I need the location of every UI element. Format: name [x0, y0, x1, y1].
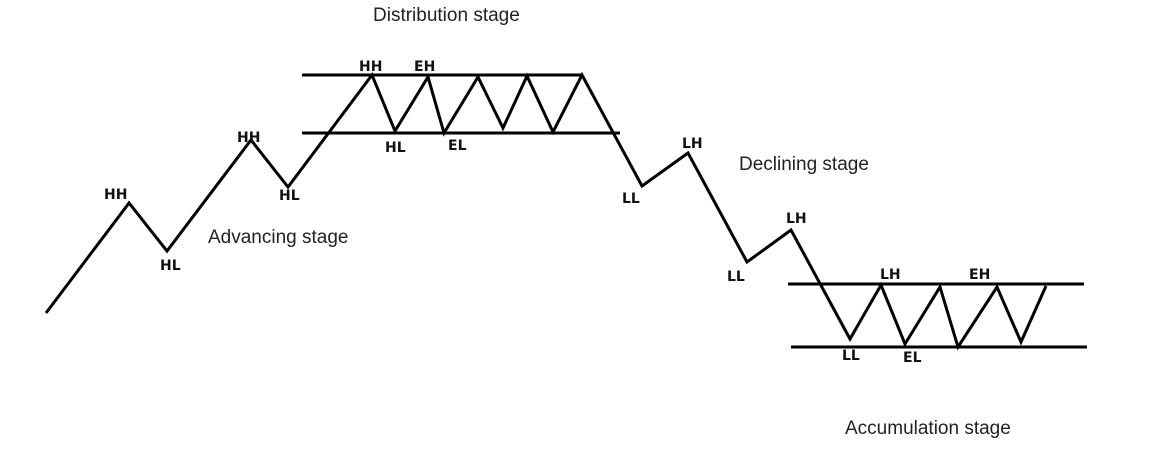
lower-high-label: LH [786, 211, 807, 227]
lower-low-label: LL [842, 348, 860, 364]
lower-low-label: LL [727, 269, 745, 285]
higher-low-label: HL [160, 258, 181, 274]
price-trend-line [44, 71, 1048, 351]
declining-stage-label: Declining stage [739, 154, 869, 175]
lower-low-label: LL [622, 191, 640, 207]
higher-high-label: HH [104, 187, 127, 203]
higher-high-label: HH [359, 59, 382, 75]
advancing-stage-label: Advancing stage [208, 227, 349, 248]
equal-low-label: EL [903, 350, 922, 366]
accumulation-stage-label: Accumulation stage [845, 418, 1011, 439]
higher-high-label: HH [237, 130, 260, 146]
equal-low-label: EL [448, 138, 467, 154]
higher-low-label: HL [279, 188, 300, 204]
higher-low-label: HL [385, 140, 406, 156]
lower-high-label: LH [880, 267, 901, 283]
equal-high-label: EH [414, 59, 435, 75]
lower-high-label: LH [682, 136, 703, 152]
equal-high-label: EH [969, 267, 990, 283]
distribution-stage-label: Distribution stage [373, 5, 520, 26]
